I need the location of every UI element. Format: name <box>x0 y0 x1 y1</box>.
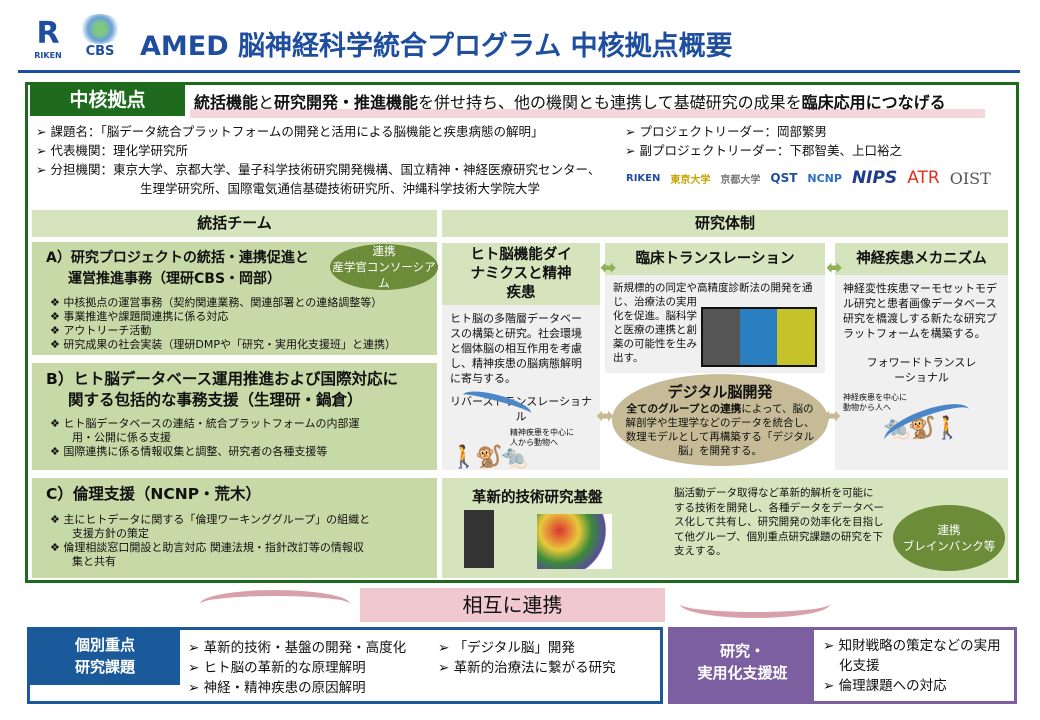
arrow-left-right-icon: ⬌ <box>596 404 615 429</box>
logo-oist: OIST <box>949 168 991 188</box>
brainbank-oval: 連携ブレインバンク等 <box>893 505 1005 571</box>
logo-kyoto: 京都大学 <box>720 174 761 186</box>
digital-brain-text: 全てのグループとの連携によって、脳の解剖学や生理学などのデータを統合し、数理モデ… <box>625 403 815 457</box>
bidirectional-arrow-icon: ⬌ <box>600 255 617 279</box>
individual-list-left: ➢ 革新的技術・基盤の開発・高度化 ➢ ヒト脳の革新的な原理解明 ➢ 神経・精神… <box>188 638 406 698</box>
institution-logos: RIKEN 東京大学 京都大学 QST NCNP NIPS ATR OIST <box>626 168 991 188</box>
info-line: 生理学研究所、国際電気通信基礎技術研究所、沖縄科学技術大学院大学 <box>140 181 541 196</box>
col2-body: 新規標的の同定や高精度診断法の開発を通じ、治療法の実用化を促進。脳科学と医療の連… <box>605 275 825 373</box>
logo-utokyo: 東京大学 <box>670 174 711 186</box>
col3-title: 神経疾患メカニズム <box>835 243 1008 275</box>
page-title: AMED 脳神経科学統合プログラム 中核拠点概要 <box>140 31 733 62</box>
list-item: ➢ 神経・精神疾患の原因解明 <box>188 680 366 696</box>
box-a: A）研究プロジェクトの統括・連携促進と運営推進事務（理研CBS・岡部） ❖ 中核… <box>32 242 437 355</box>
box-b-list: ❖ ヒト脳データベースの連結・統合プラットフォームの内部運用・公開に係る支援 ❖… <box>32 417 362 459</box>
list-item: ❖ 研究成果の社会実装（理研DMPや「研究・実用化支援班」と連携） <box>50 338 396 351</box>
col1-text: ヒト脳の多階層データベースの構築と研究。社会環境と個体脳の相互作用を考慮し、精神… <box>450 312 582 385</box>
tech-text: 脳活動データ取得など革新的解析を可能にする技術を開発し、各種データをデータベース… <box>674 487 884 557</box>
support-label: 研究・実用化支援班 <box>671 630 814 701</box>
col3-body: 神経変性疾患マーモセットモデル研究と患者画像データベース研究を橋渡しする新たな研… <box>835 275 1008 470</box>
tagline-part: を併せ持ち、他の機関とも連携して基礎研究の成果を <box>418 93 802 112</box>
cbs-logo: CBS <box>72 14 128 64</box>
box-c-title: C）倫理支援（NCNP・荒木） <box>46 485 262 503</box>
title-divider <box>18 70 1020 73</box>
mutual-cooperation-banner: 相互に連携 <box>360 588 665 622</box>
individual-box: 個別重点研究課題 ➢ 革新的技術・基盤の開発・高度化 ➢ ヒト脳の革新的な原理解… <box>27 627 663 704</box>
team-header: 統括チーム <box>32 210 437 237</box>
list-item: ➢ 知財戦略の策定などの実用化支援 <box>823 638 1001 674</box>
list-item: ➢ ヒト脳の革新的な原理解明 <box>188 660 366 676</box>
box-a-title: A）研究プロジェクトの統括・連携促進と運営推進事務（理研CBS・岡部） <box>46 250 309 287</box>
box-b-title: B）ヒト脳データベース運用推進および国際対応に関する包括的な事務支援（生理研・鍋… <box>46 370 399 409</box>
core-tab: 中核拠点 <box>30 85 185 116</box>
list-item: ➢ 革新的治療法に繋がる研究 <box>438 660 616 676</box>
tagline-part: 研究開発・推進機能 <box>274 93 419 112</box>
list-item: ❖ ヒト脳データベースの連結・統合プラットフォームの内部運用・公開に係る支援 <box>50 417 360 444</box>
brain-images <box>464 510 494 568</box>
list-item: ❖ アウトリーチ活動 <box>50 324 152 337</box>
brain-scan-image <box>701 307 817 367</box>
human-to-animal-icon: 🚶🐒🐀 <box>450 445 528 470</box>
research-header: 研究体制 <box>442 210 1008 237</box>
col2-text: 新規標的の同定や高精度診断法の開発を通じ、治療法の実用化を促進。脳科学と医療の連… <box>613 282 813 364</box>
dots-icon <box>78 14 122 44</box>
list-item: ➢ 革新的技術・基盤の開発・高度化 <box>188 640 407 656</box>
cycle-arrow-icon <box>200 590 350 618</box>
leader-line: ➢ プロジェクトリーダー：岡部繁男 <box>625 124 827 139</box>
box-b: B）ヒト脳データベース運用推進および国際対応に関する包括的な事務支援（生理研・鍋… <box>32 363 437 470</box>
arrow-left-right-icon: ⬌ <box>823 404 842 429</box>
core-frame <box>25 82 1019 583</box>
reverse-label: リバーストランスレーショナル <box>450 395 593 423</box>
support-list: ➢ 知財戦略の策定などの実用化支援 ➢ 倫理課題への対応 <box>823 636 1008 696</box>
list-item: ❖ 主にヒトデータに関する「倫理ワーキンググループ」の組織と支援方針の策定 <box>50 513 371 540</box>
box-a-list: ❖ 中核拠点の運営事務（契約関連業務、関連部署との連絡調整等） ❖ 事業推進や課… <box>32 296 437 352</box>
col3-text: 神経変性疾患マーモセットモデル研究と患者画像データベース研究を橋渡しする新たな研… <box>843 282 997 340</box>
logo-ncnp: NCNP <box>807 171 842 185</box>
individual-label: 個別重点研究課題 <box>30 630 180 685</box>
logo-qst: QST <box>770 171 798 185</box>
logo-atr: ATR <box>907 168 940 188</box>
cbs-logo-text: CBS <box>85 44 115 59</box>
list-item: ➢ 「デジタル脳」開発 <box>438 640 575 656</box>
box-c: C）倫理支援（NCNP・荒木） ❖ 主にヒトデータに関する「倫理ワーキンググルー… <box>32 478 437 578</box>
list-item: ❖ 中核拠点の運営事務（契約関連業務、関連部署との連絡調整等） <box>50 296 383 309</box>
digital-brain-ellipse: デジタル脳開発 全てのグループとの連携によって、脳の解剖学や生理学などのデータを… <box>612 374 828 466</box>
logo-nips: NIPS <box>851 168 898 188</box>
individual-list-right: ➢ 「デジタル脳」開発 ➢ 革新的治療法に繋がる研究 <box>438 638 616 678</box>
leader-line: ➢ 副プロジェクトリーダー：下郡智美、上口裕之 <box>625 143 902 158</box>
support-box: 研究・実用化支援班 ➢ 知財戦略の策定などの実用化支援 ➢ 倫理課題への対応 <box>668 627 1017 704</box>
digital-brain-title: デジタル脳開発 <box>667 383 773 401</box>
forward-note: 神経疾患を中心に動物から人へ <box>843 393 907 412</box>
tagline-part: 臨床応用につなげる <box>801 93 946 112</box>
col1-title: ヒト脳機能ダイナミクスと精神疾患 <box>442 243 600 305</box>
list-item: ❖ 事業推進や課題間連携に係る対応 <box>50 310 229 323</box>
project-info: ➢ 課題名：「脳データ統合プラットフォームの開発と活用による脳機能と疾患病態の解… <box>36 122 600 198</box>
logo-riken: RIKEN <box>626 172 661 184</box>
col2-title: 臨床トランスレーション <box>605 243 825 275</box>
list-item: ➢ 倫理課題への対応 <box>823 678 947 694</box>
tagline-part: と <box>258 93 275 112</box>
info-line: ➢ 分担機関：東京大学、京都大学、量子科学技術研究開発機構、国立精神・神経医療研… <box>36 162 601 177</box>
leaders: ➢ プロジェクトリーダー：岡部繁男 ➢ 副プロジェクトリーダー：下郡智美、上口裕… <box>625 122 902 160</box>
consortium-oval: 連携産学官コンソーシアム <box>330 244 438 290</box>
cycle-arrow-icon <box>680 590 830 618</box>
col1-body: ヒト脳の多階層データベースの構築と研究。社会環境と個体脳の相互作用を考慮し、精神… <box>442 305 600 470</box>
list-item: ❖ 倫理相談窓口開設と助言対応 関連法規・指針改訂等の情報収集と共有 <box>50 541 364 568</box>
box-c-list: ❖ 主にヒトデータに関する「倫理ワーキンググループ」の組織と支援方針の策定 ❖ … <box>32 513 372 569</box>
bidirectional-arrow-icon: ⬌ <box>826 255 843 279</box>
riken-logo-text: RIKEN <box>34 51 62 60</box>
list-item: ❖ 国際連携に係る情報収集と調整、研究者の各種支援等 <box>50 445 328 458</box>
cortex-map-images <box>537 514 612 569</box>
core-tagline: 統括機能と研究開発・推進機能を併せ持ち、他の機関とも連携して基礎研究の成果を臨床… <box>190 88 985 118</box>
forward-label: フォワードトランスレーショナル <box>866 356 977 384</box>
info-line: ➢ 課題名：「脳データ統合プラットフォームの開発と活用による脳機能と疾患病態の解… <box>36 124 544 139</box>
animal-to-human-icon: 🐀🐒🚶 <box>883 416 961 441</box>
reverse-note: 精神疾患を中心に人から動物へ <box>510 428 574 447</box>
tech-title: 革新的技術研究基盤 <box>472 490 603 506</box>
info-line: ➢ 代表機関：理化学研究所 <box>36 143 188 158</box>
tagline-part: 統括機能 <box>194 93 259 112</box>
